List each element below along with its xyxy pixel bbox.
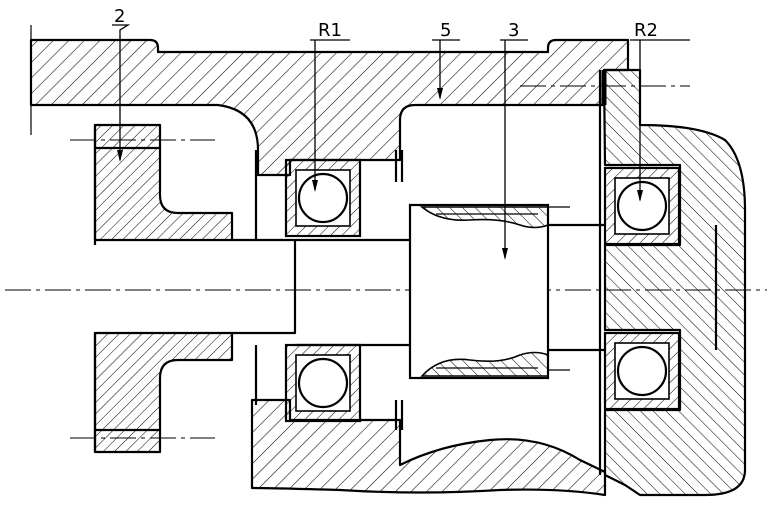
shaft-outline — [232, 238, 297, 335]
gear-2-lower-section — [93, 331, 234, 454]
bearing-r2-upper — [603, 166, 681, 246]
label-bearing-r2: R2 — [634, 20, 658, 41]
housing-5-upper-section — [29, 38, 630, 177]
housing-5-end-cap — [602, 68, 747, 497]
leader-part-3 — [500, 39, 528, 258]
bearing-r1-lower — [284, 343, 362, 423]
leader-part-2-arrow — [117, 150, 123, 162]
label-part-3: 3 — [508, 20, 519, 41]
leader-part-5-arrow — [437, 88, 443, 100]
leader-bearing-r1 — [310, 39, 350, 190]
housing-lower-section — [250, 398, 607, 497]
label-part-2: 2 — [114, 6, 125, 27]
bearing-r1-upper — [284, 158, 362, 238]
leader-part-2 — [112, 24, 131, 160]
pinion-3 — [408, 203, 550, 380]
label-bearing-r1: R1 — [318, 20, 342, 41]
label-part-5: 5 — [440, 20, 451, 41]
gear-2-upper-section — [93, 123, 234, 242]
leader-bearing-r2-arrow — [637, 190, 643, 202]
leader-bearing-r1-arrow — [312, 180, 318, 192]
bearing-r2-lower — [603, 331, 681, 411]
leader-bearing-r2 — [630, 39, 690, 200]
leader-part-3-arrow — [502, 248, 508, 260]
